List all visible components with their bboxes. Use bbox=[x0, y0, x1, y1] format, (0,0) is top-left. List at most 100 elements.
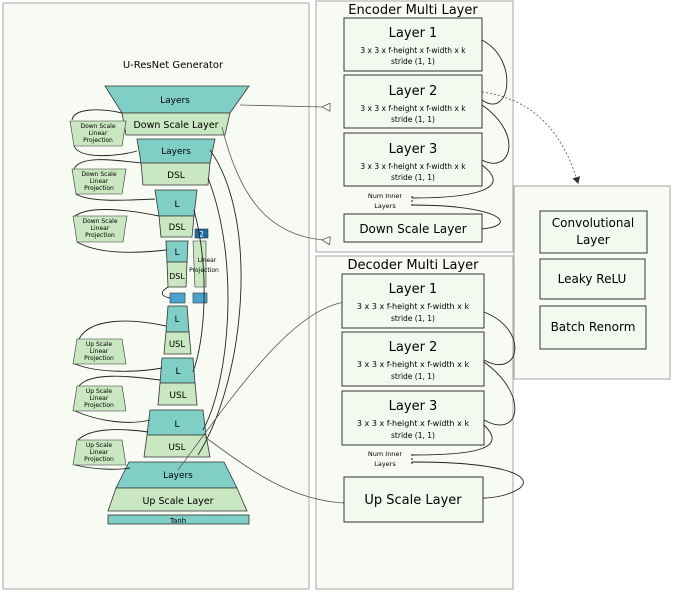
gen-layers-top-label: Layers bbox=[160, 96, 190, 106]
gen-l-7-label: L bbox=[174, 420, 179, 430]
decoder-layer-1-spec: 3 x 3 x f-height x f-width x k bbox=[357, 302, 470, 311]
up-projection-1-line-1: Up Scale bbox=[86, 341, 113, 348]
decoder-layer-1-box bbox=[341, 273, 485, 329]
decoder-layer-3-spec: 3 x 3 x f-height x f-width x k bbox=[357, 419, 470, 428]
encoder-layer-3-box bbox=[343, 132, 483, 187]
down-projection-1-line-3: Projection bbox=[83, 137, 113, 144]
decoder-up-scale-label: Up Scale Layer bbox=[364, 493, 462, 508]
encoder-layer-3-name: Layer 3 bbox=[389, 142, 438, 157]
gen-tanh-block bbox=[107, 514, 250, 525]
gen-badge-2-label: 2 bbox=[199, 230, 204, 239]
encoder-layer-3-spec: 3 x 3 x f-height x f-width x k bbox=[360, 162, 466, 171]
batch-renorm-box bbox=[539, 305, 647, 350]
gen-mid-block-right bbox=[192, 292, 208, 304]
decoder-flow-curves bbox=[411, 311, 524, 499]
gen-layers-bottom-label: Layers bbox=[163, 471, 193, 481]
up-projection-2-line-1: Up Scale bbox=[86, 388, 113, 395]
down-projection-3-line-3: Projection bbox=[85, 232, 115, 239]
down-projection-1-line-1: Down Scale bbox=[80, 123, 115, 130]
encoder-layer-1-spec: 3 x 3 x f-height x f-width x k bbox=[360, 46, 466, 55]
gen-dsl-3-label: DSL bbox=[169, 223, 186, 233]
leaky-relu-label: Leaky ReLU bbox=[558, 272, 627, 286]
down-projection-3-line-2: Linear bbox=[91, 225, 110, 232]
gen-l-3-label: L bbox=[174, 200, 179, 210]
decoder-num-inner-line-2: Layers bbox=[374, 460, 396, 468]
encoder-down-scale-label: Down Scale Layer bbox=[359, 222, 466, 236]
gen-tanh-label: Tanh bbox=[169, 517, 186, 525]
encoder-down-scale-box bbox=[343, 213, 483, 243]
gen-badge-2 bbox=[194, 228, 209, 239]
conv-layer-line-1: Convolutional bbox=[552, 216, 634, 230]
gen-usl-6-label: USL bbox=[169, 391, 186, 401]
down-projection-3 bbox=[72, 215, 128, 243]
gen-usl-6-block bbox=[157, 382, 198, 406]
cross-panel-connectors bbox=[177, 105, 345, 503]
gen-down-scale-label: Down Scale Layer bbox=[133, 120, 218, 131]
decoder-layer-1-stride: stride (1, 1) bbox=[391, 314, 435, 323]
gen-layers-2-label: Layers bbox=[161, 147, 191, 157]
gen-dsl-2-label: DSL bbox=[167, 171, 185, 181]
gen-inner-linear-projection bbox=[192, 240, 207, 288]
conv-layer-box bbox=[539, 210, 648, 254]
gen-up-scale-label: Up Scale Layer bbox=[142, 496, 213, 507]
encoder-title: Encoder Multi Layer bbox=[348, 3, 478, 18]
decoder-layer-2-spec: 3 x 3 x f-height x f-width x k bbox=[357, 360, 470, 369]
up-projection-3-line-3: Projection bbox=[84, 456, 114, 463]
skip-connections bbox=[71, 109, 171, 470]
dotted-detail-arrow bbox=[481, 91, 581, 184]
up-projection-3-line-2: Linear bbox=[90, 449, 109, 456]
up-projection-2-line-3: Projection bbox=[84, 402, 114, 409]
encoder-flow-curves bbox=[411, 39, 510, 230]
down-projection-2-line-2: Linear bbox=[90, 178, 109, 185]
conv-layer-line-2: Layer bbox=[576, 233, 610, 247]
decoder-layer-2-box bbox=[341, 331, 485, 387]
encoder-layer-1-stride: stride (1, 1) bbox=[391, 57, 435, 66]
gen-up-scale-block bbox=[107, 487, 248, 512]
decoder-num-inner-line-1: Num Inner bbox=[368, 450, 403, 458]
decoder-layer-3-stride: stride (1, 1) bbox=[391, 431, 435, 440]
up-projection-1 bbox=[72, 338, 127, 365]
gen-mid-block-left bbox=[169, 292, 186, 304]
encoder-layer-2-spec: 3 x 3 x f-height x f-width x k bbox=[360, 104, 466, 113]
up-projection-1-line-2: Linear bbox=[90, 348, 109, 355]
encoder-layer-2-box bbox=[343, 74, 483, 129]
decoder-layer-3-box bbox=[341, 390, 485, 446]
down-projection-2-line-1: Down Scale bbox=[81, 171, 116, 178]
gen-l-5-label: L bbox=[175, 315, 180, 325]
encoder-layer-2-name: Layer 2 bbox=[389, 84, 438, 99]
gen-usl-5-label: USL bbox=[169, 340, 186, 350]
encoder-layer-1-name: Layer 1 bbox=[389, 26, 438, 41]
gen-inner-projection-line-2: Projection bbox=[189, 267, 219, 274]
decoder-layer-1-name: Layer 1 bbox=[389, 282, 438, 297]
gen-usl-7-block bbox=[143, 434, 211, 458]
encoder-num-inner-line-2: Layers bbox=[374, 202, 396, 210]
up-projection-3 bbox=[72, 439, 127, 466]
gen-l-6-label: L bbox=[175, 367, 180, 377]
gen-dsl-2-block bbox=[140, 162, 211, 186]
generator-title: U-ResNet Generator bbox=[123, 60, 224, 71]
gen-usl-7-label: USL bbox=[168, 443, 185, 453]
up-projection-1-line-3: Projection bbox=[84, 355, 114, 362]
encoder-layer-2-stride: stride (1, 1) bbox=[391, 115, 435, 124]
gen-inner-projection-line-1: Linear bbox=[198, 257, 217, 264]
gen-dsl-4-label: DSL bbox=[169, 272, 185, 281]
up-projection-2-line-2: Linear bbox=[90, 395, 109, 402]
decoder-title: Decoder Multi Layer bbox=[348, 258, 480, 273]
down-projection-2-line-3: Projection bbox=[84, 185, 114, 192]
down-projection-1-line-2: Linear bbox=[89, 130, 108, 137]
batch-renorm-label: Batch Renorm bbox=[551, 320, 636, 334]
gen-l-4-label: L bbox=[175, 248, 180, 258]
decoder-layer-3-name: Layer 3 bbox=[389, 399, 438, 414]
decoder-layer-2-name: Layer 2 bbox=[389, 340, 438, 355]
gen-dsl-4-block bbox=[166, 261, 188, 288]
decoder-up-scale-box bbox=[343, 476, 484, 523]
encoder-layer-3-stride: stride (1, 1) bbox=[391, 173, 435, 182]
decoder-layer-2-stride: stride (1, 1) bbox=[391, 372, 435, 381]
generator-pass-curves bbox=[192, 149, 242, 456]
encoder-num-inner-line-1: Num Inner bbox=[368, 192, 403, 200]
gen-dsl-3-block bbox=[158, 215, 195, 238]
down-projection-3-line-1: Down Scale bbox=[82, 218, 117, 225]
leaky-relu-box bbox=[539, 258, 646, 300]
down-projection-1 bbox=[69, 120, 127, 147]
